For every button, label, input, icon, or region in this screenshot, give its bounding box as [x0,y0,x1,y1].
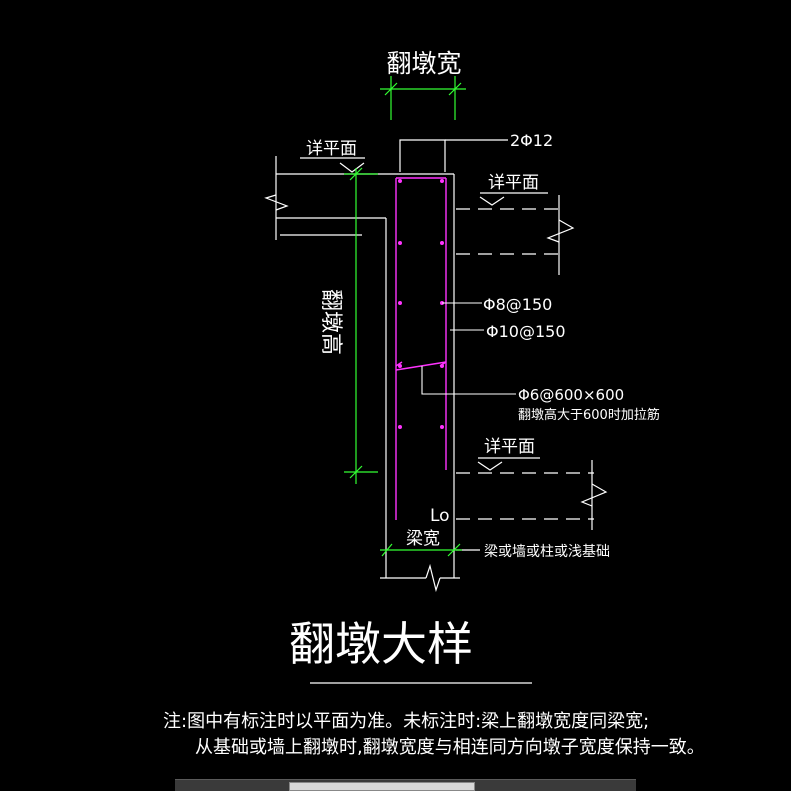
beam-width-label: 梁宽 [406,529,440,549]
height-dimension [344,167,378,484]
top-bar-label: 2Φ12 [510,131,553,150]
plan-ref-lower: 详平面 [484,437,535,457]
rebar-dots [398,179,444,429]
base-note: 梁或墙或柱或浅基础 [484,543,610,560]
vertical-bar-label: Φ10@150 [486,322,566,341]
curb-width-label: 翻墩宽 [386,49,461,78]
note-line-1: 注:图中有标注时以平面为准。未标注时:梁上翻墩宽度同梁宽; [163,711,649,732]
plan-ref-upper-right: 详平面 [488,173,539,193]
note-line-2: 从基础或墙上翻墩时,翻墩宽度与相连同方向墩子宽度保持一致。 [195,737,705,758]
bottom-toolbar[interactable] [175,779,636,791]
lo-label: Lo [430,506,450,526]
width-dimension [380,76,466,120]
top-bar-leader [399,139,508,172]
tie-bar-label: Φ6@600×600 [518,386,624,404]
beam-width-dimension [380,543,462,557]
lower-slab [456,457,608,530]
tie-bar-note: 翻墩高大于600时加拉筋 [518,407,660,423]
upper-right-slab [456,192,575,275]
curb-height-label: 翻墩高 [318,289,343,355]
rebar-leaders [421,302,516,395]
upper-left-slab [264,156,455,550]
stirrup-label: Φ8@150 [483,295,552,314]
base-beam [380,549,480,593]
rebar-cage [395,177,447,520]
detail-title: 翻墩大样 [289,617,473,671]
plan-ref-upper-left-symbol [300,157,365,173]
plan-ref-upper-left: 详平面 [306,139,357,159]
